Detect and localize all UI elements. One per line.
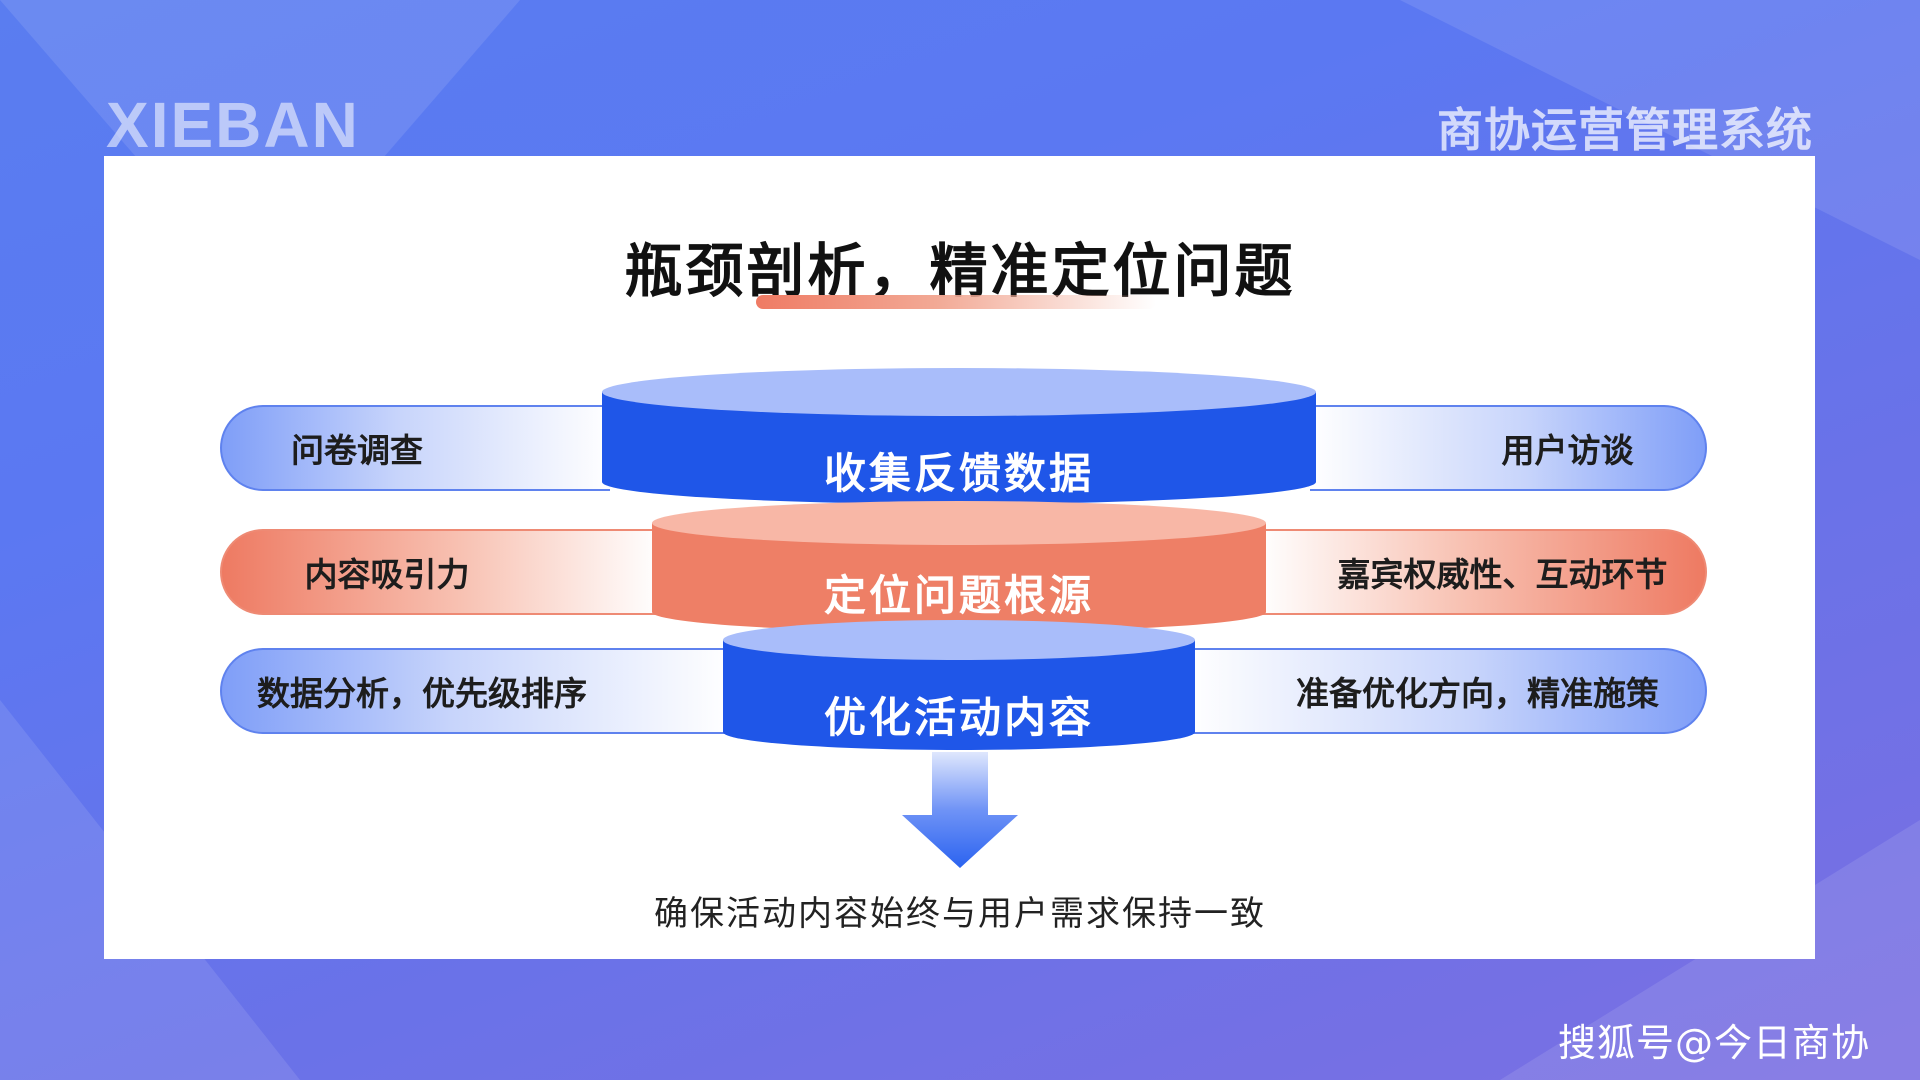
title-underline [756,295,1156,309]
funnel-right-label-1: 用户访谈 [1310,405,1707,491]
funnel-left-text-1: 问卷调查 [291,431,423,470]
funnel-left-text-3: 数据分析，优先级排序 [257,674,587,713]
funnel-left-text-2: 内容吸引力 [304,555,470,594]
funnel-right-text-2: 嘉宾权威性、互动环节 [1337,555,1668,594]
funnel-left-label-1: 问卷调查 [220,405,610,491]
funnel-right-text-3: 准备优化方向，精准施策 [1296,674,1659,713]
funnel-layer-label-2: 定位问题根源 [823,571,1094,620]
funnel-left-label-3: 数据分析，优先级排序 [220,648,730,734]
conclusion-text: 确保活动内容始终与用户需求保持一致 [654,894,1266,934]
watermark: 搜狐号@今日商协 [1557,1021,1870,1065]
system-title: 商协运营管理系统 [1437,103,1813,157]
brand-logo: XIEBAN [106,89,360,161]
funnel-layer-label-3: 优化活动内容 [823,693,1094,742]
funnel-right-label-2: 嘉宾权威性、互动环节 [1260,529,1707,615]
funnel-right-label-3: 准备优化方向，精准施策 [1190,648,1707,734]
page-title: 瓶颈剖析，精准定位问题 [624,237,1296,305]
funnel-layer-label-1: 收集反馈数据 [823,449,1094,498]
funnel-left-label-2: 内容吸引力 [220,529,660,615]
funnel-right-text-1: 用户访谈 [1501,431,1634,470]
